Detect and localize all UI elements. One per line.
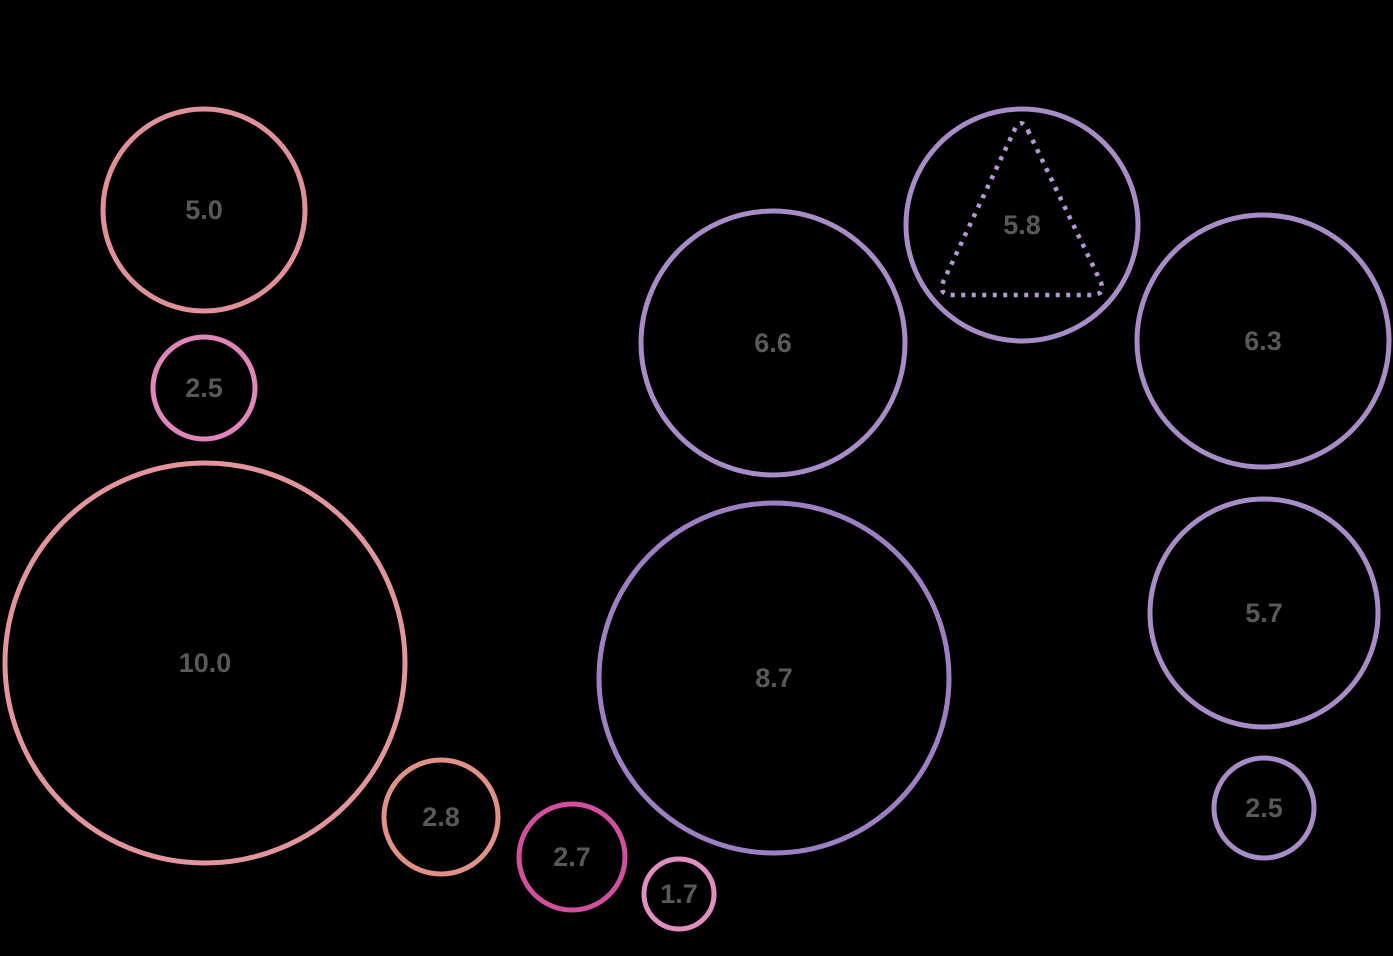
bubble-value-label: 2.8 [422,802,460,832]
bubble-circle [903,106,1141,344]
bubble-6.6: 6.6 [638,208,908,478]
bubble-circle [1134,212,1392,470]
bubble-circle [638,208,908,478]
bubble-value-label: 10.0 [179,648,232,678]
bubble-circle [516,801,628,913]
bubble-value-label: 5.7 [1245,598,1283,628]
bubble-value-label: 1.7 [660,879,698,909]
bubble-value-label: 6.3 [1244,326,1282,356]
bubble-value-label: 8.7 [755,663,793,693]
bubble-value-label: 2.7 [553,842,591,872]
bubble-circle [596,500,952,856]
bubble-circle [1147,496,1381,730]
bubble-value-label: 2.5 [185,373,223,403]
bubble-2.7: 2.7 [516,801,628,913]
bubble-value-label: 5.0 [185,195,223,225]
bubble-value-label: 6.6 [754,328,792,358]
bubble-5.0: 5.0 [100,106,308,314]
bubble-2.5: 2.5 [1211,755,1317,861]
bubble-10.0: 10.0 [2,460,408,866]
bubble-value-label: 5.8 [1003,210,1041,240]
bubble-circle [381,757,501,877]
bubble-circle [150,334,258,442]
bubble-value-label: 2.5 [1245,793,1283,823]
bubble-2.5: 2.5 [150,334,258,442]
dotted-triangle-shape [939,121,1105,298]
bubble-1.7: 1.7 [641,856,717,932]
bubble-circle [2,460,408,866]
bubble-circle [641,856,717,932]
bubble-8.7: 8.7 [596,500,952,856]
bubble-5.8: 5.8 [903,106,1141,344]
bubble-5.7: 5.7 [1147,496,1381,730]
bubble-6.3: 6.3 [1134,212,1392,470]
bubble-2.8: 2.8 [381,757,501,877]
bubble-circle [100,106,308,314]
bubble-circle [1211,755,1317,861]
